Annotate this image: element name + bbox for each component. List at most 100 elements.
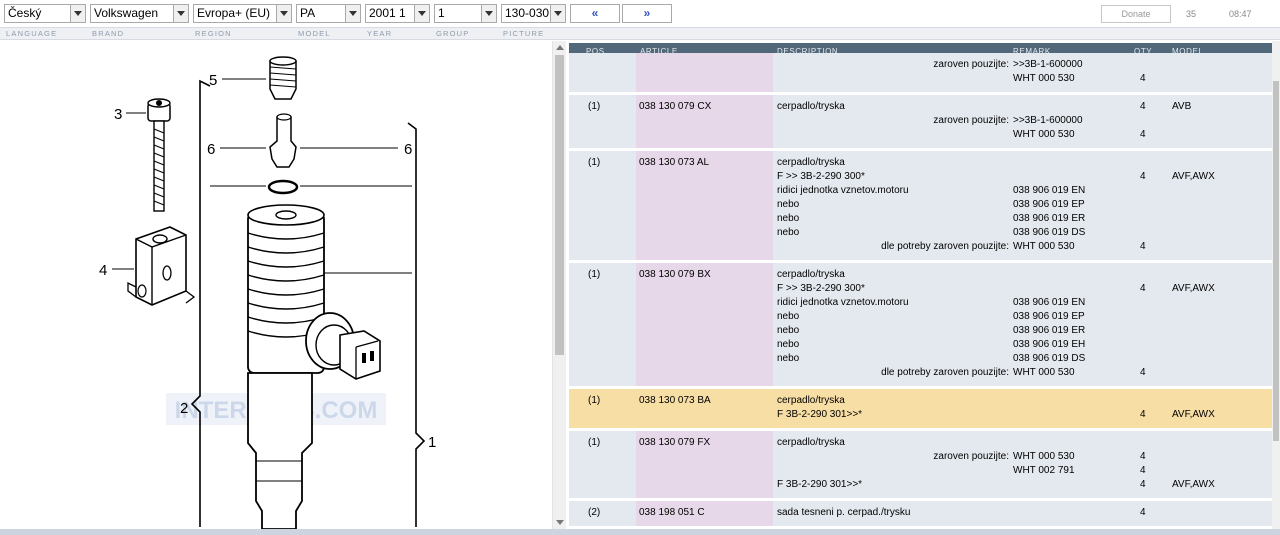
label-model: MODEL	[298, 29, 331, 38]
row-description: cerpadlo/tryska	[777, 101, 845, 112]
row-qty: 4	[1140, 451, 1146, 462]
row-remark-prefix: zaroven pouzijte:	[933, 59, 1009, 70]
row-remark-prefix: dle potreby zaroven pouzijte:	[881, 367, 1009, 378]
brand-select[interactable]: Volkswagen	[90, 4, 189, 23]
selector-bar: Český Volkswagen Evropa+ (EU) PA 2001 1 …	[0, 0, 1280, 27]
callout-5: 5	[209, 72, 217, 89]
row-qty: 4	[1140, 101, 1146, 112]
article-column-bg	[636, 151, 773, 260]
article-column-bg	[636, 263, 773, 386]
diagram-scrollbar[interactable]	[552, 41, 566, 529]
row-article: 038 130 073 BA	[639, 395, 711, 406]
callout-2: 2	[180, 400, 188, 417]
part-4[interactable]	[127, 226, 196, 306]
row-article: 038 130 079 FX	[639, 437, 711, 448]
picture-select[interactable]: 130-030	[501, 4, 566, 23]
label-group: GROUP	[436, 29, 470, 38]
chevron-down-icon	[173, 5, 188, 22]
label-language: LANGUAGE	[6, 29, 58, 38]
parts-diagram-pane[interactable]: INTERCARS.COM 5 6 6	[0, 41, 552, 529]
row-description: nebo	[777, 213, 800, 224]
row-pos: (1)	[588, 157, 601, 168]
group-value: 1	[438, 6, 445, 20]
picture-value: 130-030	[505, 6, 550, 20]
part-3[interactable]	[147, 98, 171, 212]
row-description: nebo	[777, 227, 800, 238]
row-description: cerpadlo/tryska	[777, 157, 845, 168]
label-picture: PICTURE	[503, 29, 545, 38]
group-select[interactable]: 1	[434, 4, 497, 23]
row-remark: 038 906 019 EH	[1013, 339, 1086, 350]
row-remark: 038 906 019 EP	[1013, 311, 1085, 322]
table-scrollbar[interactable]	[1272, 41, 1280, 529]
row-qty: 4	[1140, 465, 1146, 476]
chevron-down-icon	[345, 5, 360, 22]
row-remark: >>3B-1-600000	[1013, 115, 1083, 126]
year-select[interactable]: 2001 1	[365, 4, 430, 23]
article-column-bg	[636, 501, 773, 526]
header-model: MODEL	[1172, 47, 1204, 56]
row-remark: 038 906 019 EP	[1013, 199, 1085, 210]
part-5[interactable]	[269, 56, 297, 100]
row-qty: 4	[1140, 479, 1146, 490]
clock: 08:47	[1229, 9, 1252, 19]
row-remark: 038 906 019 DS	[1013, 227, 1086, 238]
next-picture-button[interactable]: »	[622, 4, 672, 23]
injector-body[interactable]	[247, 204, 381, 529]
header-description: DESCRIPTION	[777, 47, 839, 56]
row-qty: 4	[1140, 129, 1146, 140]
row-qty: 4	[1140, 73, 1146, 84]
article-column-bg	[636, 389, 773, 428]
label-region: REGION	[195, 29, 232, 38]
row-qty: 4	[1140, 241, 1146, 252]
table-scroll-thumb[interactable]	[1273, 81, 1279, 441]
row-remark: >>3B-1-600000	[1013, 59, 1083, 70]
row-model: AVB	[1172, 101, 1192, 112]
model-select[interactable]: PA	[296, 4, 361, 23]
selector-labels: LANGUAGE BRAND REGION MODEL YEAR GROUP P…	[0, 27, 1280, 40]
region-select[interactable]: Evropa+ (EU)	[193, 4, 292, 23]
row-pos: (1)	[588, 437, 601, 448]
row-remark: 038 906 019 ER	[1013, 213, 1086, 224]
row-description: cerpadlo/tryska	[777, 395, 845, 406]
callout-4: 4	[99, 262, 107, 279]
donate-button[interactable]: Donate	[1101, 5, 1171, 23]
table-row[interactable]: (1) 038 130 073 AL cerpadlo/tryska F >> 3B-…	[569, 151, 1272, 263]
row-model: AVF,AWX	[1172, 409, 1215, 420]
region-value: Evropa+ (EU)	[197, 6, 271, 20]
header-remark: REMARK	[1013, 47, 1051, 56]
row-model: AVF,AWX	[1172, 479, 1215, 490]
injector-diagram: INTERCARS.COM 5 6 6	[99, 56, 436, 529]
diagram-scroll-thumb[interactable]	[555, 55, 564, 355]
header-article: ARTICLE	[640, 47, 678, 56]
row-description: nebo	[777, 311, 800, 322]
chevron-down-icon	[481, 5, 496, 22]
chevron-down-icon	[550, 5, 565, 22]
row-article: 038 198 051 C	[639, 507, 705, 518]
row-qty: 4	[1140, 283, 1146, 294]
language-select[interactable]: Český	[4, 4, 86, 23]
part-6[interactable]	[269, 113, 297, 168]
row-pos: (1)	[588, 395, 601, 406]
row-remark: WHT 000 530	[1013, 451, 1075, 462]
row-description: nebo	[777, 339, 800, 350]
row-article: 038 130 073 AL	[639, 157, 710, 168]
prev-picture-button[interactable]: «	[570, 4, 620, 23]
model-value: PA	[300, 6, 316, 20]
row-qty: 4	[1140, 507, 1146, 518]
row-description: F >> 3B-2-290 300*	[777, 171, 865, 182]
row-description: ridici jednotka vznetov.motoru	[777, 185, 909, 196]
scroll-up-icon[interactable]	[556, 45, 564, 50]
scroll-down-icon[interactable]	[556, 520, 564, 525]
row-remark: 038 906 019 DS	[1013, 353, 1086, 364]
article-column-bg	[636, 431, 773, 498]
row-article: 038 130 079 BX	[639, 269, 711, 280]
o-ring[interactable]	[267, 179, 299, 195]
article-column-bg	[636, 53, 773, 92]
